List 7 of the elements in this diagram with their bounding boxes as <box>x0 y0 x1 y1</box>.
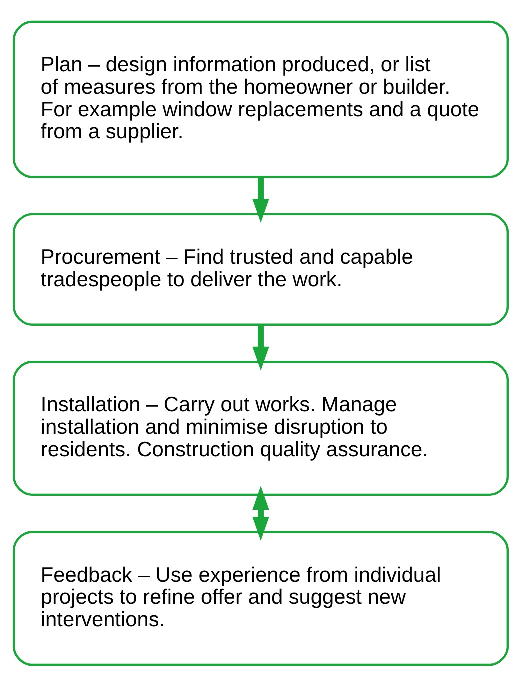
node-box: Procurement – Find trusted and capable tradespeople to deliver the work. <box>12 213 510 326</box>
node-box: Feedback – Use experience from individual projects to refine offer and suggest new interventions. <box>12 531 510 666</box>
arrow <box>252 177 270 224</box>
node-box: Plan – design information produced, or list of measures from the homeowner or builder. For example window replacements and a quote from a supplier. <box>12 20 510 178</box>
node-box: Installation – Carry out works. Manage installation and minimise disruption to residents. Construction quality assurance. <box>12 361 510 496</box>
arrow <box>252 325 270 371</box>
arrow <box>252 486 270 541</box>
